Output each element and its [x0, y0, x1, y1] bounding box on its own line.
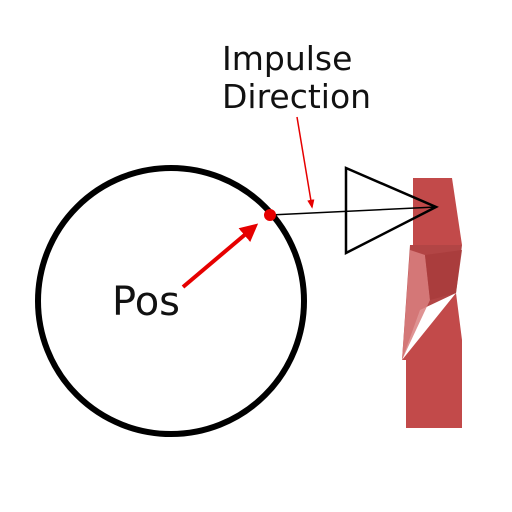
impulse-label-pointer [296, 116, 315, 209]
impulse-label-line2: Direction [222, 77, 371, 116]
contact-point [264, 209, 276, 221]
obstacle-top-face [413, 178, 462, 245]
obstacle-inner-shadow [425, 250, 462, 300]
obstacle-lower-face [402, 293, 462, 428]
sphere-circle [35, 165, 307, 437]
obstacle-notch-highlight [402, 250, 430, 360]
frustum-triangle [344, 166, 439, 256]
position-arrow [181, 223, 259, 289]
pos-label: Pos [112, 279, 180, 325]
obstacle-block [402, 178, 462, 428]
impulse-label-line1: Impulse [222, 39, 352, 78]
impulse-direction-line [269, 206, 437, 216]
